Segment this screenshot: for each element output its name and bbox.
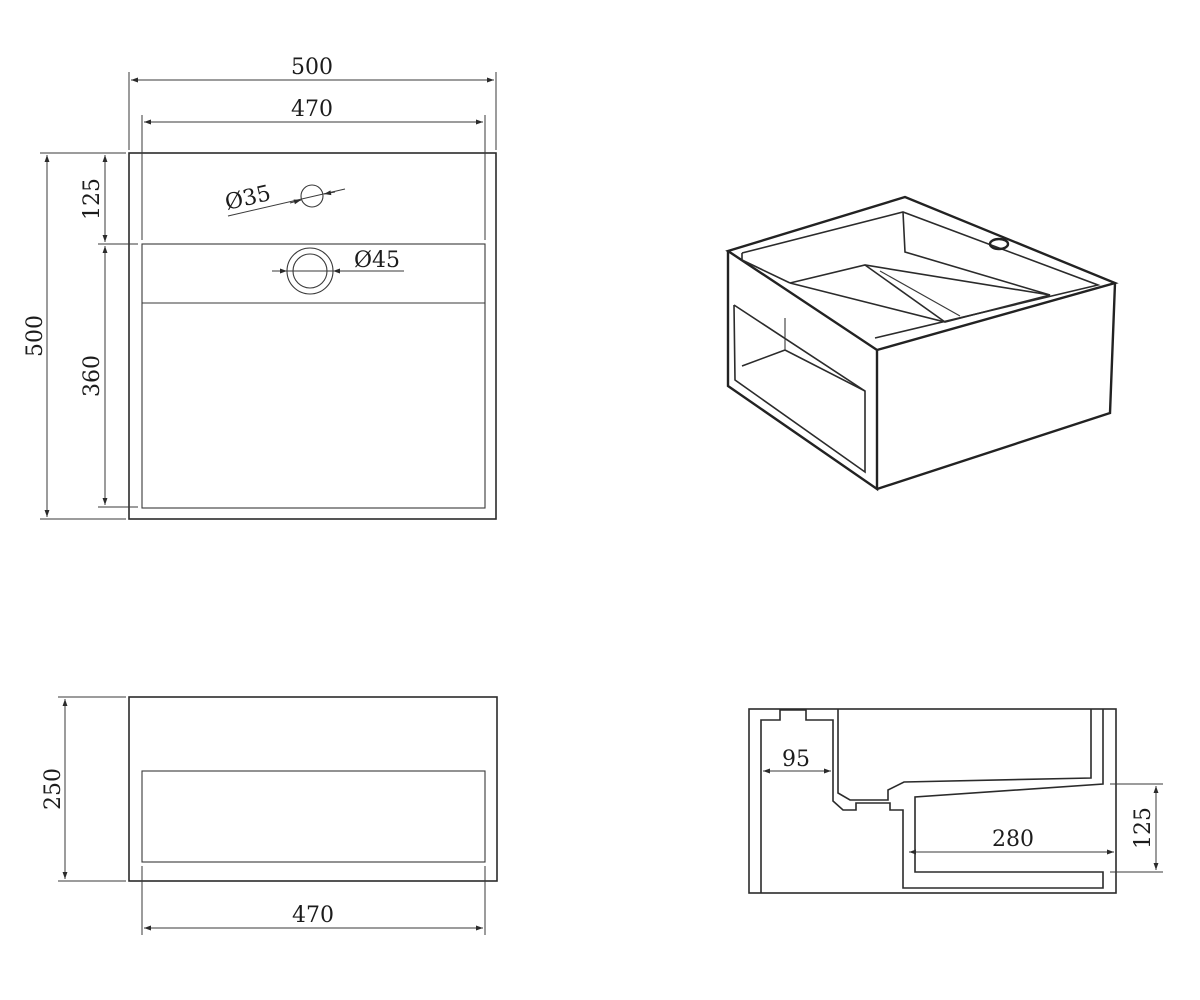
- top-outer-outline: [128, 152, 497, 520]
- label-width-inner: 470: [291, 97, 333, 122]
- top-view: 500 470 500 125 360 Ø35 Ø45: [23, 55, 497, 520]
- label-shelf-depth: 280: [992, 827, 1034, 852]
- side-section: 95 280 125: [748, 708, 1163, 894]
- label-depth-a: 95: [782, 747, 810, 772]
- label-width-overall: 500: [291, 55, 333, 80]
- front-view: 250 470: [41, 696, 498, 935]
- basin-outline: [141, 243, 486, 509]
- section-profile: [760, 709, 1104, 893]
- iso-shelf-inner: [741, 349, 866, 392]
- label-shelf-height: 125: [1131, 807, 1156, 849]
- tap-hole: [300, 184, 324, 208]
- iso-basin-groove: [864, 264, 946, 323]
- iso-back-wall: [902, 211, 1051, 296]
- label-tap-hole: Ø35: [223, 181, 273, 216]
- label-waste-hole: Ø45: [354, 248, 400, 273]
- iso-left-face: [726, 251, 879, 492]
- iso-tap-hole: [988, 237, 1010, 251]
- isometric-view: [725, 195, 1119, 492]
- label-front-height: 250: [41, 768, 66, 810]
- front-outline: [128, 696, 498, 882]
- iso-shelf-opening: [733, 304, 866, 474]
- iso-basin-groove: [879, 270, 961, 317]
- iso-right-face: [876, 282, 1117, 491]
- section-outline: [748, 708, 1117, 894]
- label-height-overall: 500: [23, 315, 48, 357]
- label-shelf-width: 470: [292, 903, 334, 928]
- label-basin-depth: 360: [80, 355, 105, 397]
- label-deck-depth: 125: [80, 178, 105, 220]
- section-basin-profile: [837, 709, 1092, 801]
- arrow-tap-hole: [323, 190, 336, 196]
- front-shelf-outline: [141, 770, 486, 863]
- iso-basin-edge: [741, 253, 791, 284]
- arrow-tap-hole: [289, 199, 302, 205]
